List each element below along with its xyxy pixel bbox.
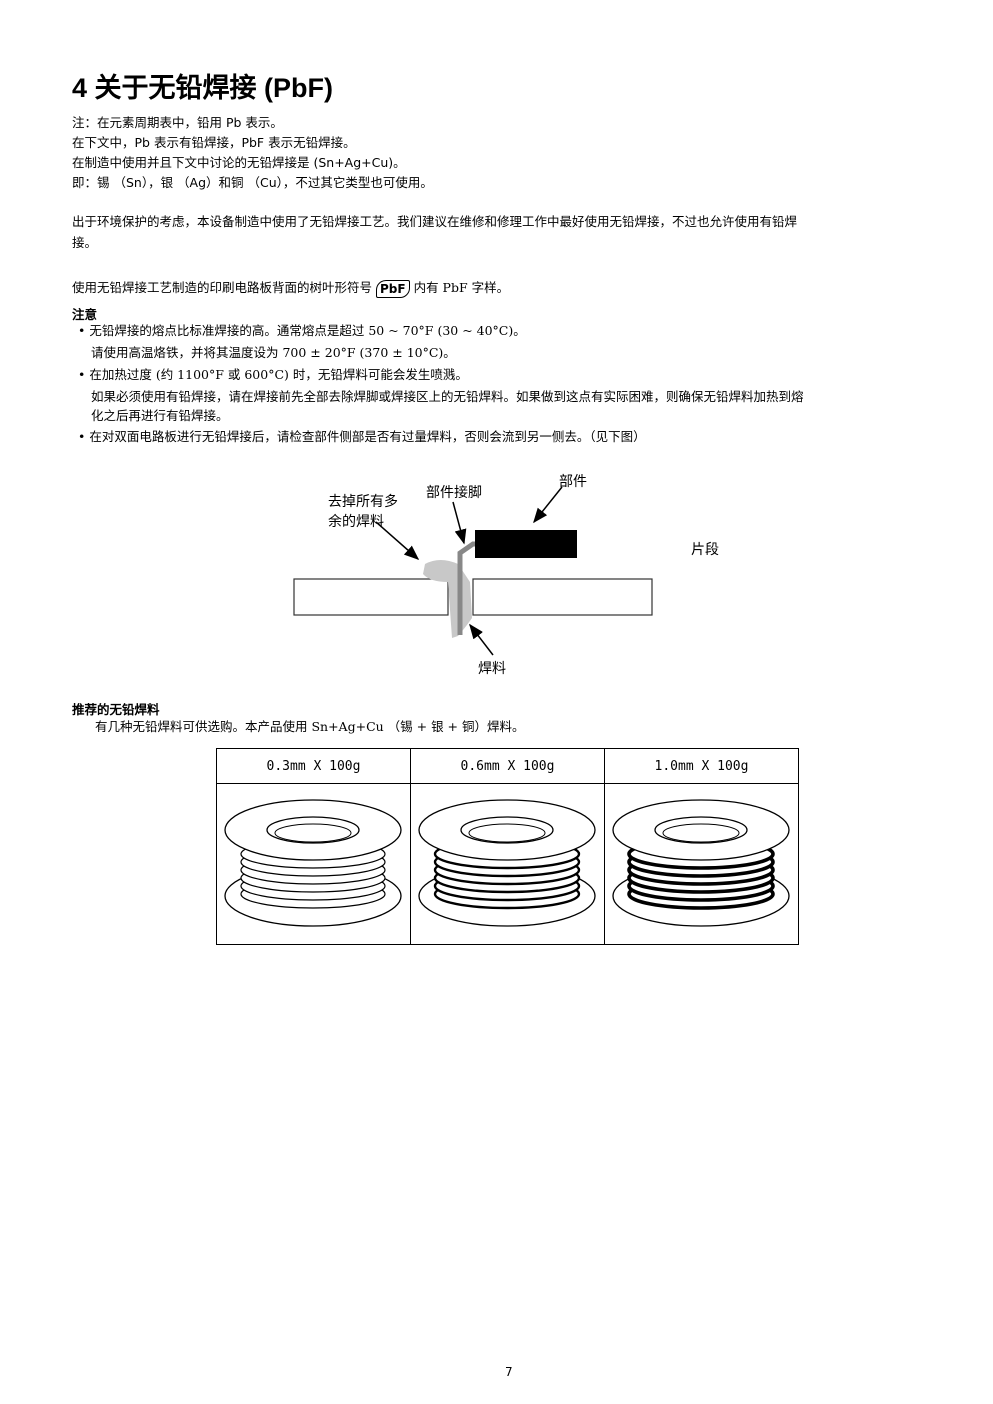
caution-line: 请使用高温烙铁，并将其温度设为 700 ± 20°F (370 ± 10°C)。	[91, 345, 456, 360]
spool-cell	[216, 783, 411, 945]
solder-table: 0.3mm X 100g 0.6mm X 100g 1.0mm X 100g	[216, 748, 799, 945]
label-remove-excess: 去掉所有多	[328, 493, 398, 510]
caution-line: • 无铅焊接的熔点比标准焊接的高。通常熔点是超过 50 ~ 70°F (30 ~…	[78, 323, 526, 338]
recommended-title: 推荐的无铅焊料	[72, 702, 160, 717]
note-line: 注：在元素周期表中，铅用 Pb 表示。	[72, 115, 283, 130]
spool-cell	[604, 783, 799, 945]
solder-diagram: 去掉所有多 余的焊料 部件接脚 部件 片段 焊料	[293, 474, 719, 677]
label-segment: 片段	[691, 542, 719, 558]
component-body	[475, 530, 577, 558]
size-header: 1.0mm X 100g	[604, 748, 799, 784]
size-header: 0.3mm X 100g	[216, 748, 411, 784]
label-component: 部件	[559, 474, 587, 490]
note-line: 在制造中使用并且下文中讨论的无铅焊接是 (Sn+Ag+Cu)。	[72, 155, 406, 170]
caution-line: • 在对双面电路板进行无铅焊接后，请检查部件侧部是否有过量焊料，否则会流到另一侧…	[78, 429, 646, 444]
page-number: 7	[505, 1365, 513, 1379]
solder-spool-icon	[418, 799, 596, 927]
recommended-text: 有几种无铅焊料可供选购。本产品使用 Sn+Ag+Cu （锡 + 银 + 铜）焊料…	[95, 719, 525, 734]
solder-spool-icon	[612, 799, 790, 927]
paragraph-line: 接。	[72, 235, 98, 250]
solder-spool-icon	[224, 799, 402, 927]
label-solder: 焊料	[478, 661, 506, 677]
text: 使用无铅焊接工艺制造的印刷电路板背面的树叶形符号	[72, 280, 373, 295]
board-right	[472, 578, 653, 616]
pbf-paragraph: 使用无铅焊接工艺制造的印刷电路板背面的树叶形符号 PbF 内有 PbF 字样。	[72, 277, 509, 298]
note-line: 即：锡 （Sn），银 （Ag）和铜 （Cu），不过其它类型也可使用。	[72, 175, 433, 190]
caution-line: • 在加热过度 (约 1100°F 或 600°C) 时，无铅焊料可能会发生喷溅…	[78, 367, 468, 382]
text: 内有 PbF 字样。	[413, 280, 510, 295]
section-title: 4 关于无铅焊接 (PbF)	[72, 73, 333, 103]
note-line: 在下文中，Pb 表示有铅焊接，PbF 表示无铅焊接。	[72, 135, 356, 150]
board-left	[293, 578, 449, 616]
label-remove-excess: 余的焊料	[328, 513, 384, 530]
pbf-leaf-symbol: PbF	[376, 279, 410, 298]
paragraph-line: 出于环境保护的考虑，本设备制造中使用了无铅焊接工艺。我们建议在维修和修理工作中最…	[72, 214, 798, 229]
caution-title: 注意	[72, 307, 98, 322]
caution-line: 化之后再进行有铅焊接。	[91, 408, 229, 423]
caution-line: 如果必须使用有铅焊接，请在焊接前先全部去除焊脚或焊接区上的无铅焊料。如果做到这点…	[91, 389, 804, 404]
component-lead	[457, 541, 476, 635]
label-lead: 部件接脚	[426, 484, 482, 501]
spool-cell	[410, 783, 605, 945]
size-header: 0.6mm X 100g	[410, 748, 605, 784]
